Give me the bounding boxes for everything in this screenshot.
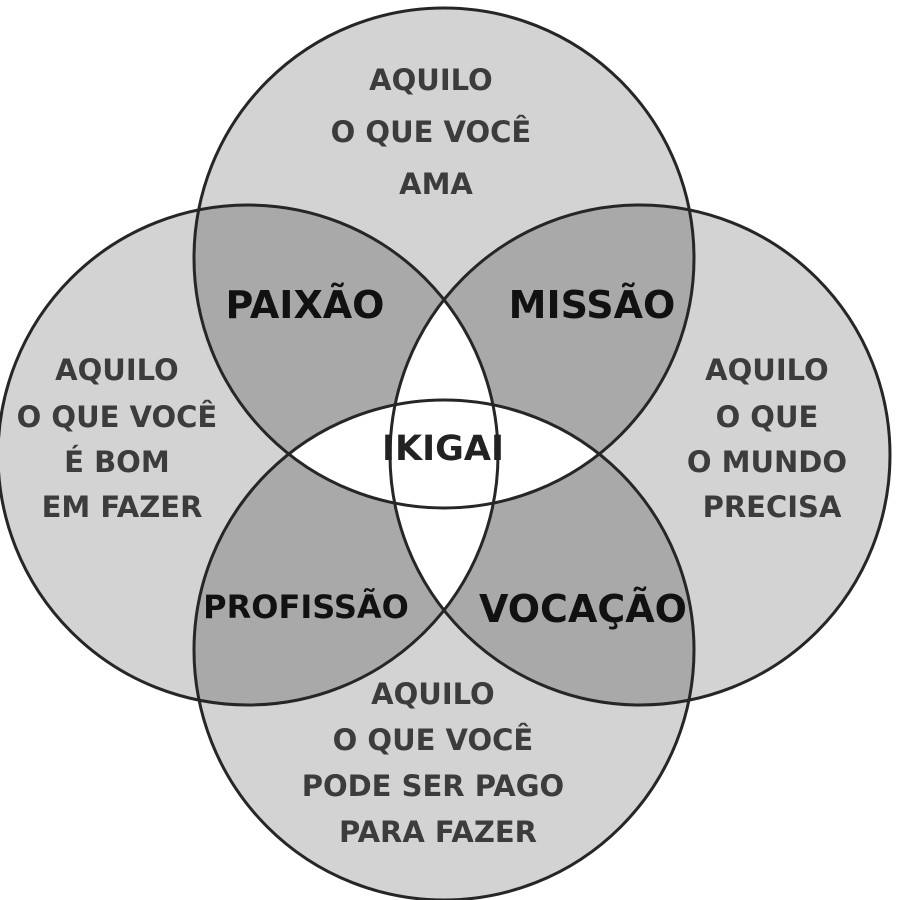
label-bottom-circle: AQUILO O QUE VOCÊ PODE SER PAGO PARA FAZ… [302, 677, 575, 849]
label-right-line-2: O QUE [716, 400, 819, 434]
label-bottom-line-4: PARA FAZER [339, 815, 537, 849]
label-right-line-4: PRECISA [703, 490, 842, 524]
label-left-line-4: EM FAZER [42, 490, 203, 524]
label-right-line-3: O MUNDO [687, 445, 847, 479]
label-right-circle: AQUILO O QUE O MUNDO PRECISA [687, 353, 857, 524]
label-left-circle: AQUILO O QUE VOCÊ É BOM EM FAZER [17, 353, 228, 524]
label-bottom-line-3: PODE SER PAGO [302, 769, 565, 803]
region-paixao: PAIXÃO [226, 283, 385, 327]
label-left-line-1: AQUILO [55, 353, 179, 387]
label-top-line-3: AMA [399, 167, 473, 201]
label-top-circle: AQUILO O QUE VOCÊ AMA [331, 63, 542, 201]
label-top-line-1: AQUILO [369, 63, 493, 97]
label-left-line-2: O QUE VOCÊ [17, 400, 218, 434]
label-bottom-line-2: O QUE VOCÊ [333, 723, 534, 757]
region-profissao: PROFISSÃO [203, 588, 409, 626]
region-vocacao: VOCAÇÃO [479, 587, 687, 631]
circle-outlines [0, 6, 892, 900]
label-right-line-1: AQUILO [705, 353, 829, 387]
label-top-line-2: O QUE VOCÊ [331, 115, 532, 149]
label-bottom-line-1: AQUILO [371, 677, 495, 711]
region-missao: MISSÃO [509, 283, 676, 327]
region-ikigai-center: IKIGAI [382, 429, 504, 469]
label-left-line-3: É BOM [64, 445, 170, 479]
